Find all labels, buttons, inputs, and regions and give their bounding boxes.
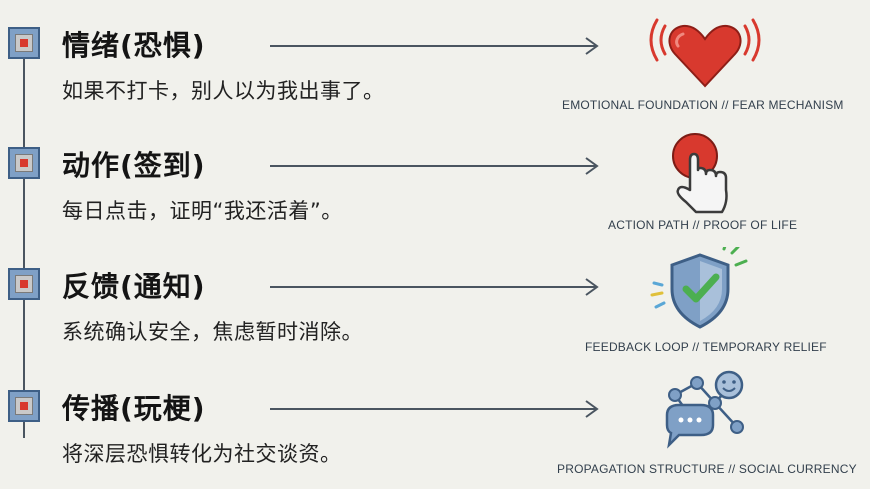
- step-title: 反馈(通知): [62, 270, 206, 303]
- step-description: 将深层恐惧转化为社交谈资。: [62, 442, 342, 466]
- shield-check-icon: [650, 247, 748, 329]
- arrow-right-icon: [270, 37, 599, 55]
- timeline-line: [23, 46, 25, 438]
- step-caption: ACTION PATH // PROOF OF LIFE: [608, 218, 798, 232]
- step-description: 系统确认安全，焦虑暂时消除。: [62, 320, 363, 344]
- heart-icon: [649, 18, 761, 88]
- step-marker: [8, 268, 40, 300]
- marker-dot: [20, 159, 28, 167]
- marker-dot: [20, 402, 28, 410]
- arrow-right-icon: [270, 278, 599, 296]
- step-marker: [8, 390, 40, 422]
- step-description: 每日点击，证明“我还活着”。: [62, 199, 343, 223]
- marker-dot: [20, 280, 28, 288]
- marker-dot: [20, 39, 28, 47]
- arrow-right-icon: [270, 400, 599, 418]
- social-network-icon: [665, 370, 744, 449]
- step-marker: [8, 147, 40, 179]
- step-marker: [8, 27, 40, 59]
- step-caption: FEEDBACK LOOP // TEMPORARY RELIEF: [585, 340, 827, 354]
- tap-button-icon: [672, 133, 728, 214]
- arrow-right-icon: [270, 157, 599, 175]
- step-title: 情绪(恐惧): [62, 29, 206, 62]
- step-propagation: 传播(玩梗) 将深层恐惧转化为社交谈资。: [0, 363, 870, 483]
- step-caption: EMOTIONAL FOUNDATION // FEAR MECHANISM: [562, 98, 844, 112]
- step-feedback: 反馈(通知) 系统确认安全，焦虑暂时消除。 FEEDBACK LOOP // T…: [0, 241, 870, 361]
- step-caption: PROPAGATION STRUCTURE // SOCIAL CURRENCY: [557, 462, 857, 476]
- step-action: 动作(签到) 每日点击，证明“我还活着”。 ACTION PATH // PRO…: [0, 120, 870, 240]
- step-title: 动作(签到): [62, 149, 206, 182]
- step-title: 传播(玩梗): [62, 392, 206, 425]
- step-emotion: 情绪(恐惧) 如果不打卡，别人以为我出事了。 EMOTIONAL FOUNDAT…: [0, 0, 870, 120]
- step-description: 如果不打卡，别人以为我出事了。: [62, 79, 385, 103]
